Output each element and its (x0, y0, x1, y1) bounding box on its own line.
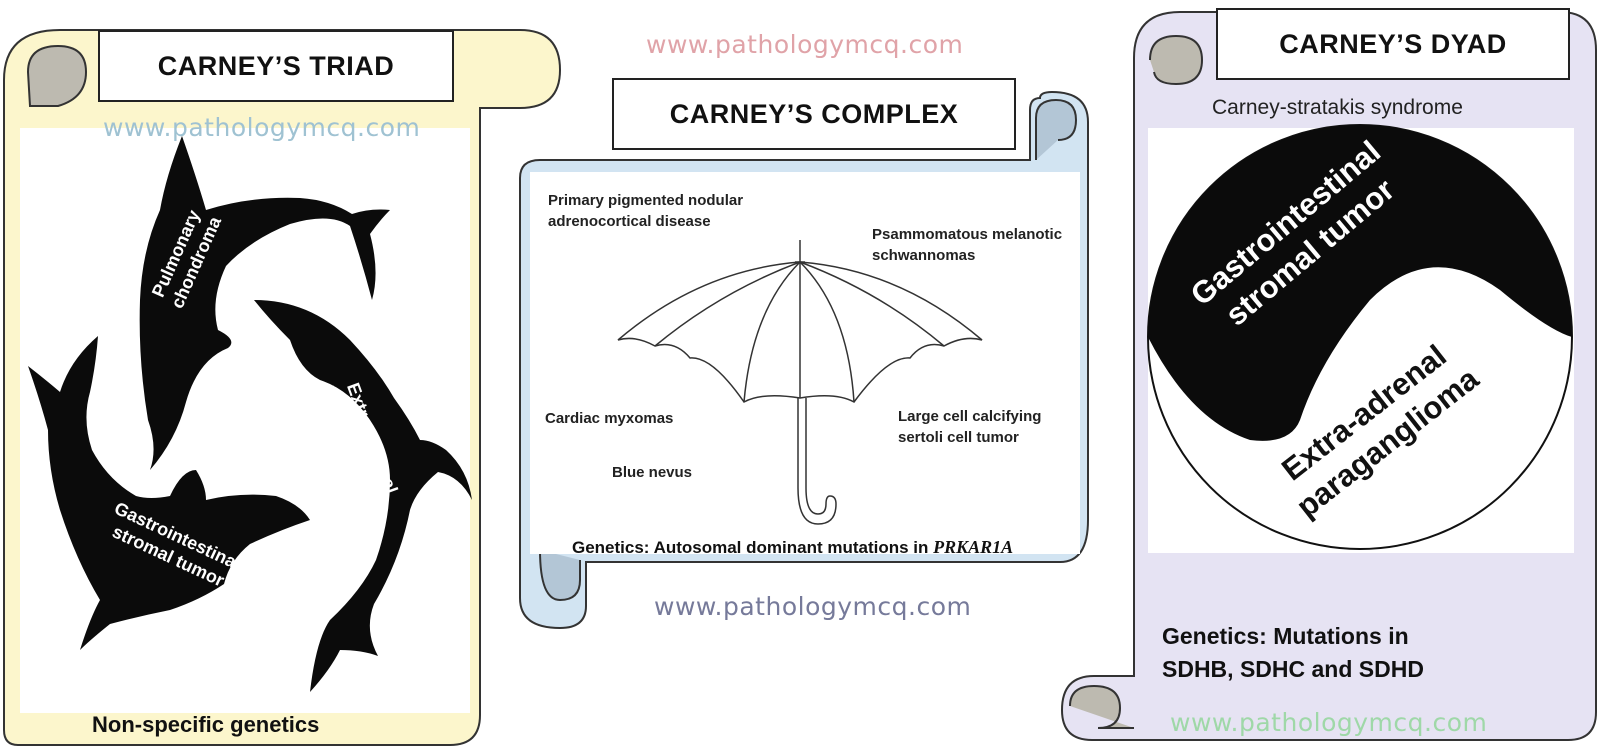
watermark-triad: www.pathologymcq.com (103, 113, 421, 142)
label-blue-nevus: Blue nevus (612, 464, 693, 481)
label-psammomatous: Psammomatous melanotic schwannomas (872, 226, 1063, 264)
watermark-complex-bottom: www.pathologymcq.com (654, 592, 972, 621)
fish-pulmonary-chondroma (139, 136, 390, 470)
watermark-dyad-bottom: www.pathologymcq.com (1170, 708, 1488, 737)
gene-prkar1a: PRKAR1A (933, 537, 1014, 557)
fish-extra-adrenal-paraganglioma (254, 300, 472, 692)
label-large-cell: Large cell calcifying sertoli cell tumor (898, 408, 1042, 446)
watermark-top-center: www.pathologymcq.com (646, 30, 964, 59)
complex-genetics-text: Genetics: Autosomal dominant mutations i… (572, 538, 934, 557)
label-ppnad: Primary pigmented nodular adrenocortical… (548, 192, 744, 230)
dyad-title: CARNEY’S DYAD (1216, 8, 1570, 80)
dyad-genetics: Genetics: Mutations in SDHB, SDHC and SD… (1162, 623, 1424, 682)
triad-genetics: Non-specific genetics (92, 712, 320, 737)
complex-scroll-curl-top (1035, 98, 1078, 160)
fish-gastrointestinal-stromal-tumor (28, 336, 310, 650)
complex-genetics: Genetics: Autosomal dominant mutations i… (572, 537, 1013, 558)
label-cardiac-myxomas: Cardiac myxomas (545, 410, 674, 427)
complex-scroll-curl-bottom (539, 549, 581, 602)
dyad-scroll-curl-top (1149, 34, 1204, 86)
triad-title: CARNEY’S TRIAD (98, 30, 454, 102)
complex-title: CARNEY’S COMPLEX (612, 78, 1016, 150)
dyad-subtitle: Carney-stratakis syndrome (1212, 96, 1463, 119)
triad-scroll-curl (26, 44, 88, 107)
dyad-scroll-curl-bottom (1069, 684, 1134, 729)
